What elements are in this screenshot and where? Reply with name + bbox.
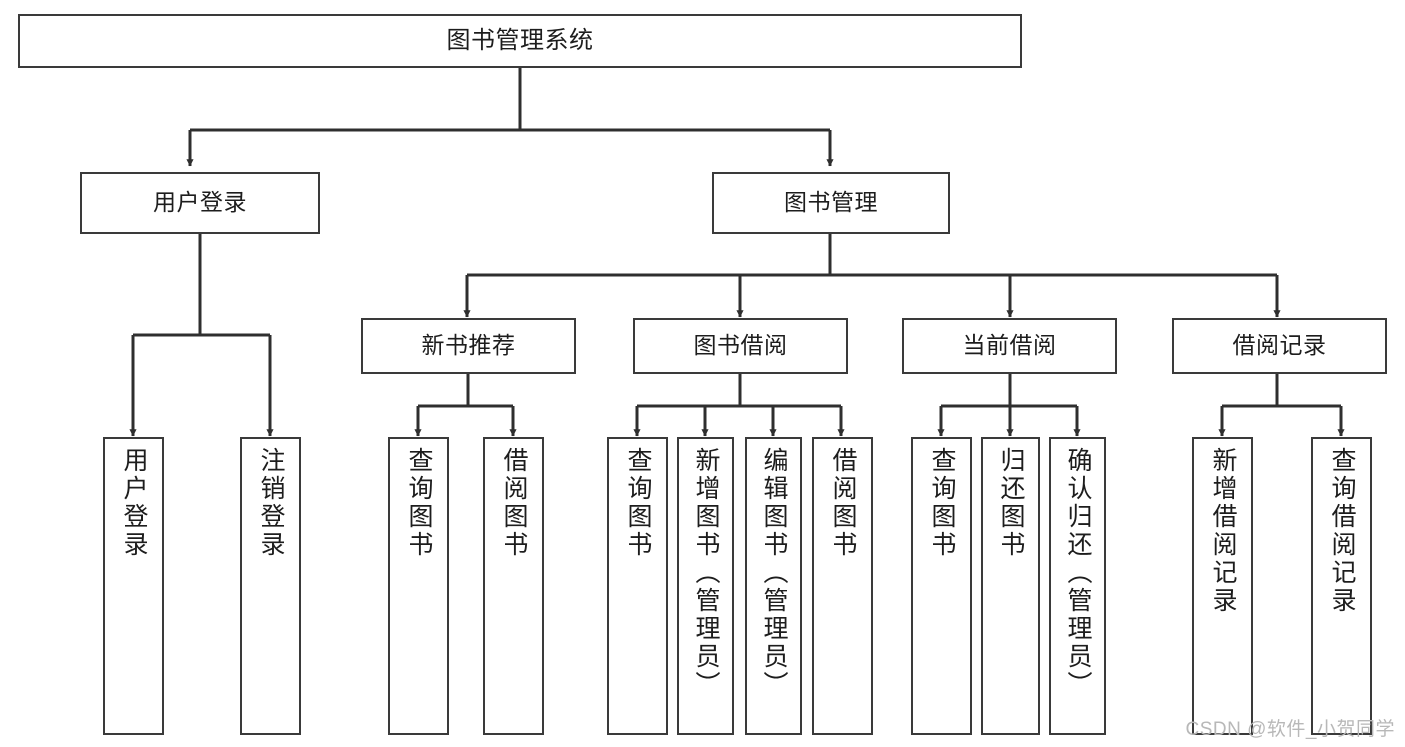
node-book-management[interactable]: 图书管理 — [712, 172, 950, 234]
leaf-current-confirm-return-admin[interactable]: 确认归还（管理员） — [1049, 437, 1106, 735]
leaf-user-login-logout[interactable]: 注销登录 — [240, 437, 301, 735]
node-label: 借阅记录 — [1232, 332, 1327, 359]
node-book-borrow[interactable]: 图书借阅 — [633, 318, 848, 374]
node-label: 查询图书 — [405, 447, 433, 559]
node-label: 图书管理系统 — [446, 26, 594, 54]
node-user-login[interactable]: 用户登录 — [80, 172, 320, 234]
node-label: 注销登录 — [257, 447, 285, 559]
leaf-borrow-borrow-book[interactable]: 借阅图书 — [812, 437, 873, 735]
node-label: 用户登录 — [120, 447, 148, 559]
node-label: 查询图书 — [928, 447, 956, 559]
node-label: 归还图书 — [997, 447, 1025, 559]
csdn-watermark: CSDN @软件_小贺同学 — [1185, 719, 1395, 740]
leaf-borrow-edit-book-admin[interactable]: 编辑图书（管理员） — [745, 437, 802, 735]
node-label: 用户登录 — [153, 189, 247, 216]
leaf-new-book-query-book[interactable]: 查询图书 — [388, 437, 449, 735]
node-label: 图书管理 — [784, 189, 878, 216]
node-current-borrow[interactable]: 当前借阅 — [902, 318, 1117, 374]
node-borrow-record[interactable]: 借阅记录 — [1172, 318, 1387, 374]
leaf-current-return-book[interactable]: 归还图书 — [981, 437, 1040, 735]
node-label: 图书借阅 — [693, 332, 788, 359]
node-label: 确认归还（管理员） — [1064, 447, 1092, 699]
node-label: 新书推荐 — [421, 332, 516, 359]
node-label: 编辑图书（管理员） — [760, 447, 788, 699]
node-label: 查询借阅记录 — [1328, 447, 1356, 615]
node-root-book-management-system[interactable]: 图书管理系统 — [18, 14, 1022, 68]
leaf-record-add-borrow-record[interactable]: 新增借阅记录 — [1192, 437, 1253, 735]
node-new-book-recommend[interactable]: 新书推荐 — [361, 318, 576, 374]
leaf-borrow-add-book-admin[interactable]: 新增图书（管理员） — [677, 437, 734, 735]
leaf-new-book-borrow-book[interactable]: 借阅图书 — [483, 437, 544, 735]
node-label: 新增借阅记录 — [1209, 447, 1237, 615]
node-label: 借阅图书 — [829, 447, 857, 559]
leaf-current-query-book[interactable]: 查询图书 — [911, 437, 972, 735]
leaf-borrow-query-book[interactable]: 查询图书 — [607, 437, 668, 735]
node-label: 新增图书（管理员） — [692, 447, 720, 699]
leaf-record-query-borrow-record[interactable]: 查询借阅记录 — [1311, 437, 1372, 735]
leaf-user-login-login[interactable]: 用户登录 — [103, 437, 164, 735]
node-label: 查询图书 — [624, 447, 652, 559]
node-label: 借阅图书 — [500, 447, 528, 559]
node-label: 当前借阅 — [962, 332, 1057, 359]
